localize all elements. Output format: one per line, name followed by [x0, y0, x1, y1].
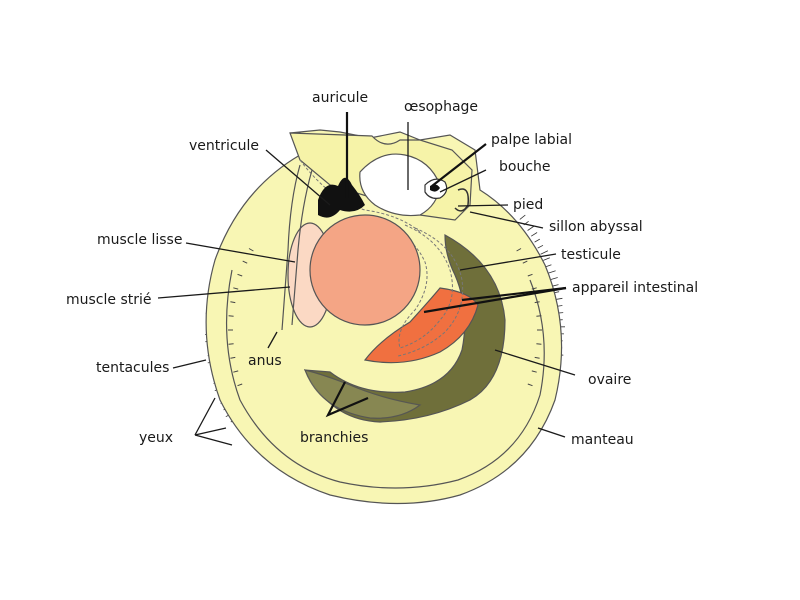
intestine-loop	[394, 224, 453, 349]
mantle-inner-line	[225, 269, 545, 489]
eye-tick	[531, 370, 537, 373]
leader-yeux-2	[194, 427, 227, 436]
label-testicule: testicule	[561, 247, 621, 263]
label-anus: anus	[248, 353, 282, 369]
eye-tick	[230, 356, 236, 359]
leader-appareil-intestinal-2	[423, 286, 567, 314]
leader-palpe-labial	[431, 143, 487, 187]
label-muscle-strie: muscle strié	[66, 292, 152, 308]
gills	[304, 369, 422, 419]
leader-yeux-3	[194, 434, 233, 446]
eye-tick	[230, 301, 236, 304]
eye-tick	[534, 301, 540, 304]
bristle	[519, 214, 526, 220]
label-pied: pied	[513, 197, 543, 213]
eye-tick	[237, 273, 243, 277]
foot-structure	[454, 188, 470, 212]
leader-muscle-strie	[157, 286, 291, 299]
leader-branchies	[325, 381, 369, 418]
anal-canal	[281, 164, 301, 331]
bristle	[537, 244, 544, 249]
eye-tick	[233, 370, 239, 373]
label-manteau: manteau	[571, 432, 634, 448]
bristle	[534, 238, 540, 243]
leader-bouche	[439, 169, 487, 193]
label-auricule: auricule	[312, 90, 368, 106]
bristle	[530, 232, 538, 237]
eye-tick	[233, 287, 239, 290]
bristle	[545, 264, 552, 268]
bristle	[543, 257, 550, 261]
leader-muscle-lisse	[185, 242, 296, 263]
eye-tick	[237, 383, 243, 387]
heart	[318, 177, 365, 218]
label-palpe-labial: palpe labial	[491, 132, 572, 148]
leader-manteau	[537, 427, 566, 438]
label-oesophage: œsophage	[404, 99, 478, 115]
digestive-region	[359, 153, 441, 217]
bristle	[527, 225, 535, 231]
label-ventricule: ventricule	[189, 138, 259, 154]
eye-tick	[527, 273, 533, 277]
leader-sillon-abyssal	[469, 211, 544, 229]
eye-tick	[527, 383, 533, 387]
bristle	[540, 250, 549, 255]
eye-tick	[248, 248, 254, 252]
bristle	[547, 270, 556, 274]
leader-anus	[267, 331, 278, 349]
eye-tick	[531, 287, 537, 290]
mantle-eye-ticks	[228, 248, 542, 387]
leader-yeux-1	[194, 397, 216, 436]
leader-ovaire	[494, 349, 576, 376]
bristle	[549, 277, 558, 281]
eye-tick	[516, 248, 522, 252]
label-ovaire: ovaire	[588, 372, 631, 388]
striated-muscle	[309, 214, 421, 326]
label-sillon-abyssal: sillon abyssal	[549, 219, 643, 235]
eye-tick	[534, 356, 540, 359]
leader-testicule	[459, 253, 557, 271]
label-yeux: yeux	[139, 430, 173, 446]
label-branchies: branchies	[300, 430, 368, 446]
label-appareil-intestinal: appareil intestinal	[572, 280, 698, 296]
leader-ventricule	[265, 149, 331, 206]
label-bouche: bouche	[499, 159, 551, 175]
eye-tick	[242, 260, 248, 264]
leader-pied	[457, 204, 509, 207]
label-muscle-lisse: muscle lisse	[97, 232, 182, 248]
label-tentacules: tentacules	[96, 360, 169, 376]
pericardial-line	[299, 159, 421, 233]
intestine-loop-2	[397, 227, 464, 357]
anal-canal-2	[291, 169, 313, 326]
leader-tentacules	[172, 359, 207, 369]
eye-tick	[522, 260, 528, 264]
